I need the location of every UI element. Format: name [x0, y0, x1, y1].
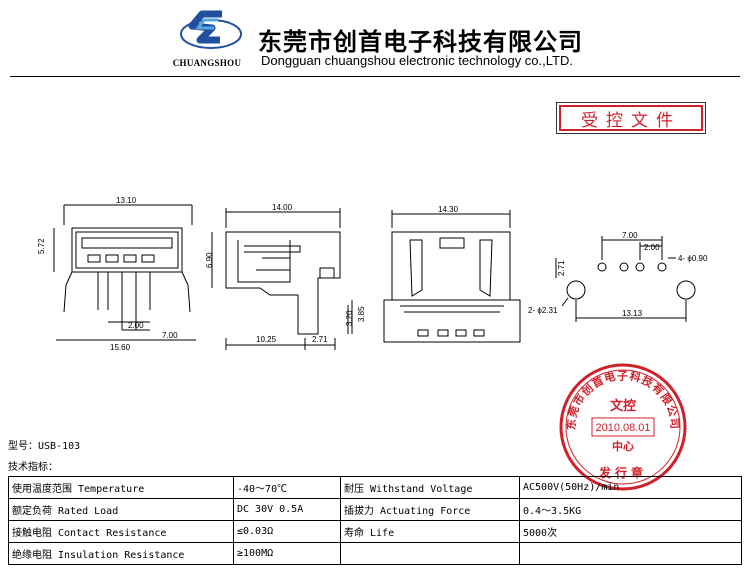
dim-width-top: 13.10 [116, 196, 137, 205]
spec-value: DC 30V 0.5A [233, 498, 341, 521]
spec-value: -40～70℃ [233, 476, 341, 499]
seal-center-bottom: 中心 [612, 439, 634, 453]
dim-pcb-offset: 2.71 [557, 260, 566, 276]
spec-label: 额定负荷 Rated Load [8, 498, 234, 521]
logo-wordmark: CHUANGSHOU [172, 58, 242, 68]
dim-pcb-boss: 2- ϕ2.31 [528, 306, 558, 315]
dim-pin-pitch: 2.00 [128, 321, 144, 330]
dim-side-a: 10.25 [256, 335, 277, 344]
spec-label [340, 542, 520, 565]
spec-value: ≥100MΩ [233, 542, 341, 565]
dim-height-left: 5.72 [37, 238, 46, 254]
controlled-document-stamp: 受控文件 [556, 102, 706, 134]
spec-value: AC500V(50Hz)/min [519, 476, 742, 499]
company-logo-icon [180, 10, 242, 49]
dim-side-height: 6.90 [205, 252, 214, 268]
dim-pcb-pitch: 2.00 [644, 243, 660, 252]
technical-drawing: 13.10 5.72 2.00 7.00 15.60 14.00 6.90 10… [37, 196, 708, 352]
spec-value [519, 542, 742, 565]
table-row: 接触电阻 Contact Resistance ≤0.03Ω 寿命 Life 5… [8, 520, 742, 543]
table-row: 额定负荷 Rated Load DC 30V 0.5A 插拔力 Actuatin… [8, 498, 742, 521]
pcb-layout-drawing [555, 236, 696, 322]
spec-label: 使用温度范围 Temperature [8, 476, 234, 499]
seal-center-title: 文控 [610, 398, 636, 414]
seal-date: 2010.08.01 [595, 422, 650, 434]
spec-value: ≤0.03Ω [233, 520, 341, 543]
dim-side-b: 2.71 [312, 335, 328, 344]
table-row: 绝缘电阻 Insulation Resistance ≥100MΩ [8, 542, 742, 565]
side-view-drawing [211, 208, 353, 350]
document-control-seal: 东莞市创首电子科技有限公司 文控 2010.08.01 中心 发行章 [559, 363, 687, 491]
spec-table: 使用温度范围 Temperature -40～70℃ 耐压 Withstand … [8, 476, 742, 565]
company-name-chinese: 东莞市创首电子科技有限公司 [258, 27, 583, 56]
dim-pcb-hole: 4- ϕ0.90 [678, 254, 708, 263]
model-number: 型号：USB-103 [8, 441, 81, 452]
spec-value: 0.4～3.5KG [519, 498, 742, 521]
spec-section-title: 技术指标： [8, 462, 58, 473]
spec-label: 耐压 Withstand Voltage [340, 476, 520, 499]
dim-pcb-boss-span: 13.13 [622, 309, 643, 318]
dim-width-bottom: 15.60 [110, 343, 131, 352]
front-elevation-drawing [383, 210, 521, 343]
front-view-drawing [53, 204, 196, 341]
spec-value: 5000次 [519, 520, 742, 543]
spec-label: 绝缘电阻 Insulation Resistance [8, 542, 234, 565]
dim-side-d: 3.85 [357, 306, 366, 322]
table-row: 使用温度范围 Temperature -40～70℃ 耐压 Withstand … [8, 476, 742, 499]
dim-side-c: 3.20 [345, 310, 354, 326]
spec-label: 寿命 Life [340, 520, 520, 543]
dim-pin-span: 7.00 [162, 331, 178, 340]
spec-label: 插拔力 Actuating Force [340, 498, 520, 521]
spec-label: 接触电阻 Contact Resistance [8, 520, 234, 543]
company-name-english: Dongguan chuangshou electronic technolog… [261, 53, 573, 68]
header-divider [10, 76, 740, 77]
dim-front-width: 14.30 [438, 205, 459, 214]
dim-side-length: 14.00 [272, 203, 293, 212]
company-header: CHUANGSHOU 东莞市创首电子科技有限公司 Dongguan chuang… [0, 0, 750, 82]
dim-pcb-span: 7.00 [622, 231, 638, 240]
